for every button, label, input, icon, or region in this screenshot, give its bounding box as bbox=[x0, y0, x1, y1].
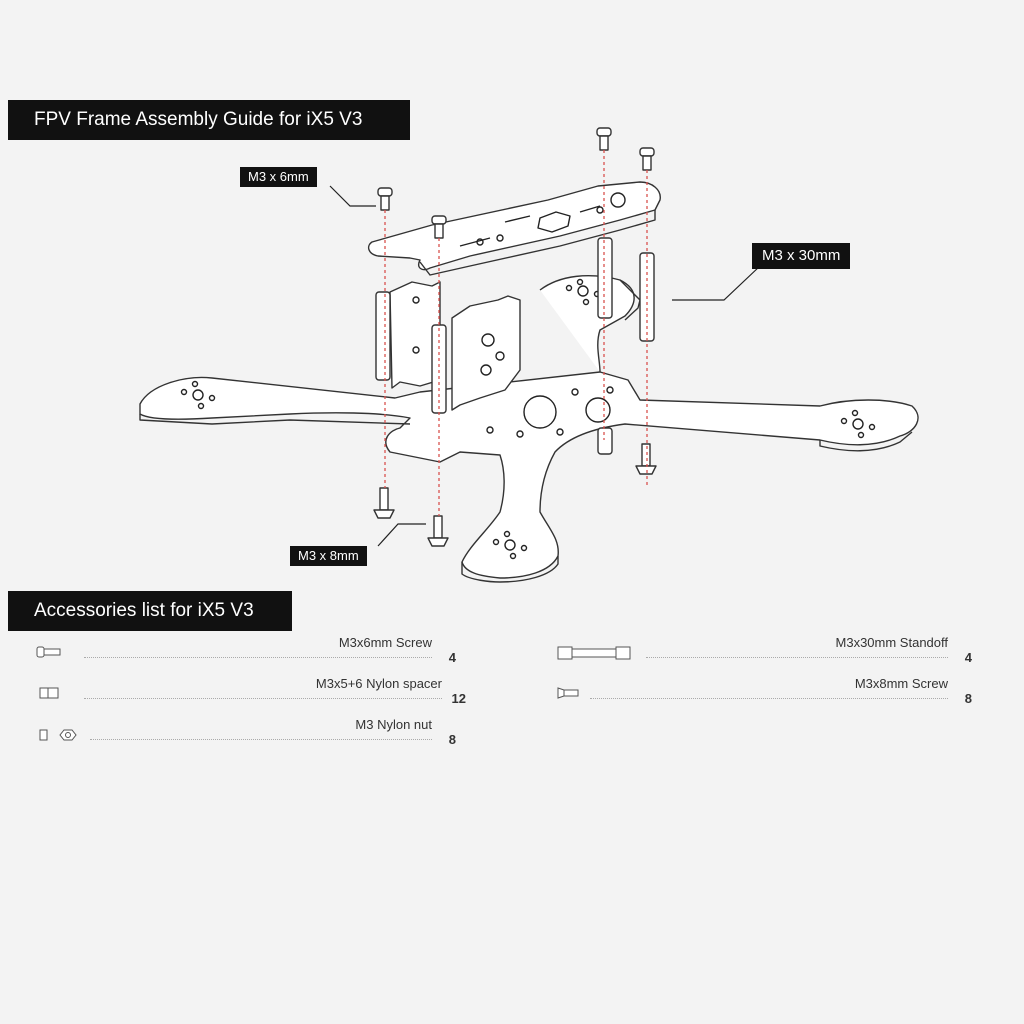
callout-bottom-screw: M3 x 8mm bbox=[290, 546, 367, 566]
standoffs bbox=[375, 237, 655, 455]
accessory-item: M3x8mm Screw 8 bbox=[556, 676, 972, 712]
accessory-item: M3x5+6 Nylon spacer 12 bbox=[36, 676, 466, 712]
accessory-label: M3x6mm Screw bbox=[338, 635, 432, 650]
alignment-guides bbox=[384, 150, 648, 516]
accessories-heading: Accessories list for iX5 V3 bbox=[8, 591, 292, 631]
accessory-item: M3x30mm Standoff 4 bbox=[556, 635, 972, 671]
accessory-qty: 12 bbox=[451, 691, 466, 706]
page-title: FPV Frame Assembly Guide for iX5 V3 bbox=[8, 100, 410, 140]
accessory-qty: 4 bbox=[964, 650, 972, 665]
accessory-label: M3x5+6 Nylon spacer bbox=[315, 676, 442, 691]
accessory-label: M3x8mm Screw bbox=[854, 676, 948, 691]
accessory-qty: 8 bbox=[964, 691, 972, 706]
accessory-item: M3 Nylon nut 8 bbox=[36, 717, 456, 753]
spacer-icon bbox=[39, 687, 59, 699]
frame-assembly-diagram bbox=[139, 127, 919, 583]
side-plates bbox=[389, 281, 521, 411]
countersunk-screw-icon bbox=[557, 687, 579, 699]
bottom-screws bbox=[373, 443, 657, 547]
callout-top-screw: M3 x 6mm bbox=[240, 167, 317, 187]
accessory-qty: 4 bbox=[448, 650, 456, 665]
callout-standoff: M3 x 30mm bbox=[752, 243, 851, 269]
accessory-label: M3 Nylon nut bbox=[355, 717, 432, 732]
accessory-qty: 8 bbox=[448, 732, 456, 747]
accessory-label: M3x30mm Standoff bbox=[835, 635, 948, 650]
accessory-item: M3x6mm Screw 4 bbox=[36, 635, 456, 671]
top-plate bbox=[367, 181, 661, 276]
bottom-plate bbox=[139, 275, 919, 583]
standoff-icon bbox=[557, 646, 631, 660]
screw-icon bbox=[36, 646, 61, 658]
callout-leaders bbox=[329, 185, 761, 547]
nut-icon bbox=[39, 729, 77, 741]
